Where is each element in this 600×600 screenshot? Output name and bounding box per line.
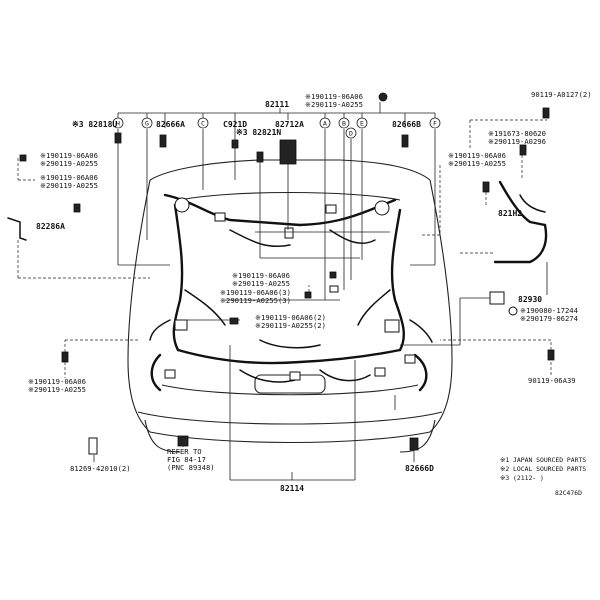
- fastener-label: 90119-06A39: [528, 376, 576, 385]
- refer-line-3: (PNC 89348): [167, 463, 215, 472]
- fastener-label: ※190119-06A06: [40, 173, 98, 182]
- part-82712A-label: 82712A: [275, 120, 304, 129]
- refer-line-2: FIG 84-17: [167, 455, 206, 464]
- part-82114-label: 82114: [280, 484, 304, 493]
- fastener-label: ※290119-A0255: [40, 159, 98, 168]
- fastener-label: ※290119-A0255: [28, 385, 86, 394]
- fastener-label: ※290119-A0296: [488, 137, 546, 146]
- part-821H2-label: 821H2: [498, 209, 522, 218]
- part-82111-label: 82111: [265, 100, 289, 109]
- fastener-label: ※190080-17244: [520, 306, 578, 315]
- part-82666A-label: 82666A: [156, 120, 185, 129]
- fastener-label: ※290119-A0255: [305, 100, 363, 109]
- fastener-label: ※190119-06A06: [28, 377, 86, 386]
- part-82286A-label: 82286A: [36, 222, 65, 231]
- callout-G: G: [145, 120, 149, 128]
- fastener-label: ※190119-06A06: [448, 151, 506, 160]
- fastener-label: ※290119-A0255: [232, 279, 290, 288]
- callout-letters: H G C A B E D F: [112, 117, 441, 139]
- legend-line-2: ※2 LOCAL SOURCED PARTS: [500, 465, 586, 473]
- refer-note: REFER TO FIG 84-17 (PNC 89348): [167, 447, 215, 472]
- part-C921D-label: C921D: [223, 120, 247, 129]
- fastener-labels: ※190119-06A06 ※290119-A0255 ※190119-06A0…: [28, 90, 592, 394]
- fastener-label: ※290119-A0255(2): [255, 321, 326, 330]
- fastener-label: ※290119-A0255: [448, 159, 506, 168]
- part-labels: 82111 82114 ※3 82818U 82666A C921D 82712…: [36, 100, 542, 493]
- callout-B: B: [342, 120, 346, 128]
- callout-H: H: [116, 120, 120, 128]
- legend: ※1 JAPAN SOURCED PARTS ※2 LOCAL SOURCED …: [500, 456, 586, 497]
- leader-lines: [17, 102, 552, 481]
- part-82666B-label: 82666B: [392, 120, 421, 129]
- callout-E: E: [360, 120, 364, 128]
- fastener-label: ※290179-06274: [520, 314, 578, 323]
- callout-F: F: [433, 120, 437, 128]
- part-82666D-label: 82666D: [405, 464, 434, 473]
- harness-routing: [149, 180, 548, 392]
- legend-line-1: ※1 JAPAN SOURCED PARTS: [500, 456, 586, 464]
- fastener-label: ※190119-06A06(2): [255, 313, 326, 322]
- part-82930-label: 82930: [518, 295, 542, 304]
- refer-line-1: REFER TO: [167, 447, 202, 456]
- fastener-label: ※190119-06A06(3): [220, 288, 291, 297]
- fastener-label: 90119-A0127(2): [531, 90, 592, 99]
- fastener-label: ※190119-06A06: [232, 271, 290, 280]
- part-81269-label: 81269-42010(2): [70, 464, 131, 473]
- legend-line-3: ※3 (2112- ): [500, 474, 544, 482]
- fastener-label: ※290119-A0255: [40, 181, 98, 190]
- callout-D: D: [349, 130, 353, 138]
- fastener-label: ※190119-06A06: [305, 92, 363, 101]
- part-82821N-label: ※3 82821N: [236, 128, 281, 137]
- fastener-label: ※190119-06A06: [40, 151, 98, 160]
- callout-C: C: [201, 120, 205, 128]
- fastener-label: ※191673-80620: [488, 129, 546, 138]
- part-82818U-label: ※3 82818U: [72, 120, 117, 129]
- fastener-label: ※290119-A0255(3): [220, 296, 291, 305]
- callout-A: A: [323, 120, 327, 128]
- diagram-code: 82C476D: [555, 489, 582, 497]
